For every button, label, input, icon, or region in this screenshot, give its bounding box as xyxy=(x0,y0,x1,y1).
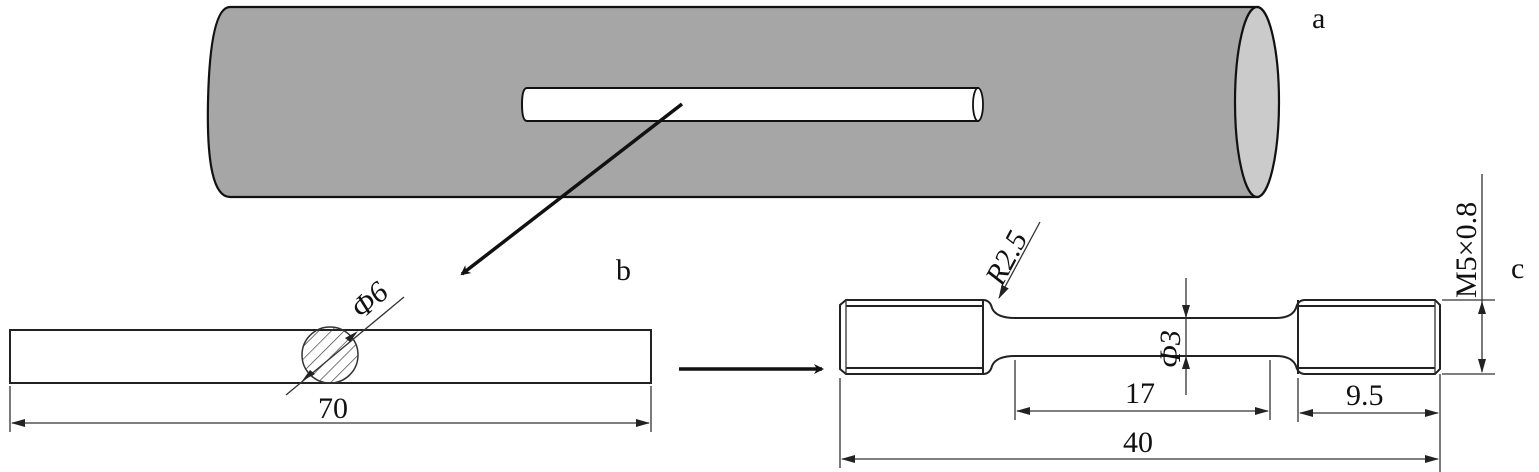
specimen-outline xyxy=(839,299,1441,375)
diameter-arrow-top xyxy=(345,331,358,342)
total-length-label: 40 xyxy=(1123,426,1153,459)
gauge-diam-arrow-bottom xyxy=(1182,356,1190,369)
section-circle xyxy=(301,326,359,384)
grip-length-label: 9.5 xyxy=(1346,379,1384,412)
length-label: 70 xyxy=(318,392,348,425)
gauge-length-label: 17 xyxy=(1125,377,1155,410)
cylinder-end-face xyxy=(1233,5,1281,199)
panel-c-specimen: c R2.5 Φ3 17 9.5 40 xyxy=(839,174,1524,472)
panel-b-label: b xyxy=(616,254,631,287)
diameter-arrow-bottom xyxy=(302,370,315,381)
thread-label: M5×0.8 xyxy=(1450,202,1483,298)
panel-a-cylinder: a xyxy=(206,2,1325,199)
radius-leader xyxy=(998,221,1041,299)
panel-b-blank: b Φ6 70 xyxy=(9,254,652,432)
fillet-radius-label: R2.5 xyxy=(979,226,1035,292)
panel-a-label: a xyxy=(1312,2,1325,35)
thread-dim-arrow-top xyxy=(1478,301,1486,314)
gauge-diameter-label: Φ3 xyxy=(1154,330,1187,368)
panel-c-label: c xyxy=(1511,252,1524,285)
section-diameter-label: Φ6 xyxy=(345,275,395,325)
sample-slot xyxy=(520,87,979,122)
gauge-diam-arrow-top xyxy=(1182,305,1190,318)
slot-end-face xyxy=(972,87,984,122)
arrow-a-to-b xyxy=(460,102,684,276)
